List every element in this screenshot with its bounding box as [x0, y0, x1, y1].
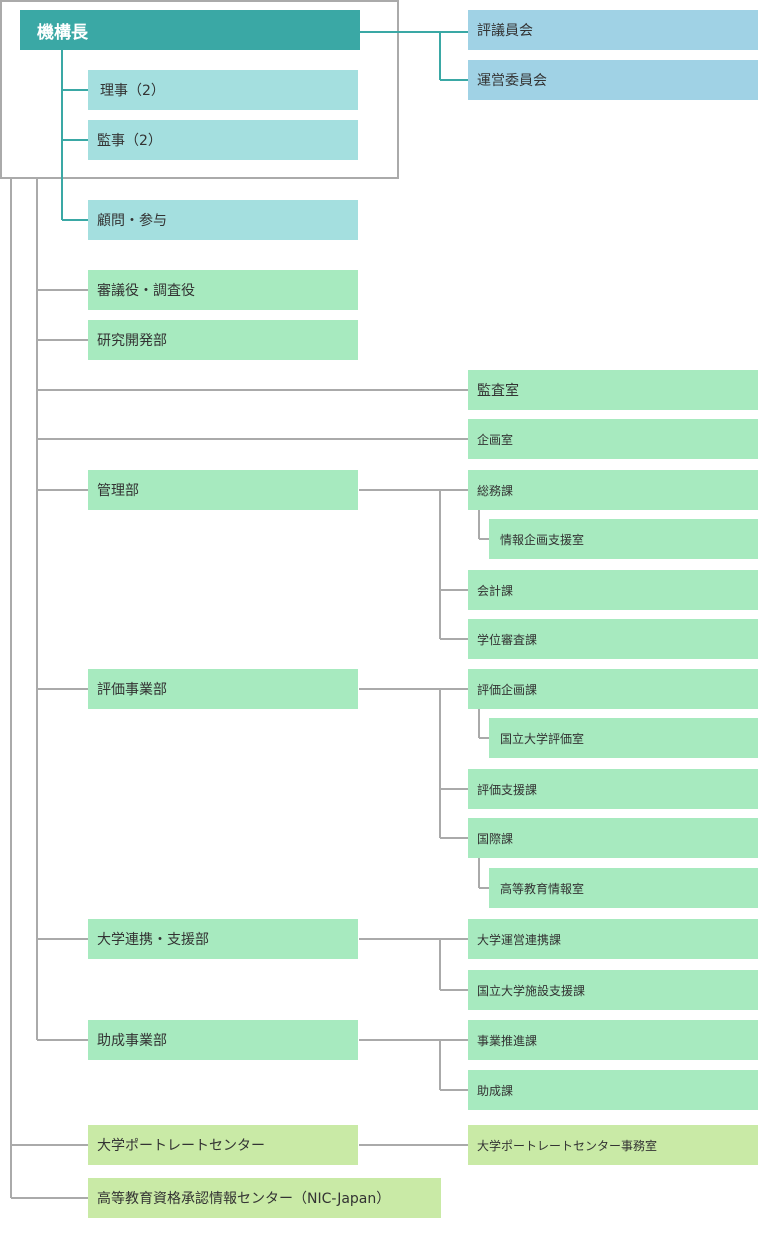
unit-box-kenkyu[interactable]: 研究開発部 — [88, 320, 358, 360]
unit-box-kansa[interactable]: 監査室 — [468, 370, 758, 410]
council-box-hyogiin[interactable]: 評議員会 — [468, 10, 758, 50]
unit-box-shingiyaku[interactable]: 審議役・調査役 — [88, 270, 358, 310]
officer-box-advisors[interactable]: 顧問・参与 — [88, 200, 358, 240]
center-box-portrait[interactable]: 大学ポートレートセンター — [88, 1125, 358, 1165]
unit-box-josei-bu[interactable]: 助成事業部 — [88, 1020, 358, 1060]
council-box-unei[interactable]: 運営委員会 — [468, 60, 758, 100]
unit-box-hyoka-kikaku[interactable]: 評価企画課 — [468, 669, 758, 709]
unit-box-kikaku[interactable]: 企画室 — [468, 419, 758, 459]
unit-box-josei-ka[interactable]: 助成課 — [468, 1070, 758, 1110]
center-box-nic[interactable]: 高等教育資格承認情報センター（NIC-Japan） — [88, 1178, 441, 1218]
unit-box-kanri[interactable]: 管理部 — [88, 470, 358, 510]
unit-box-gakui[interactable]: 学位審査課 — [468, 619, 758, 659]
unit-box-kaikei[interactable]: 会計課 — [468, 570, 758, 610]
unit-box-suishin[interactable]: 事業推進課 — [468, 1020, 758, 1060]
unit-box-hyoka-shien[interactable]: 評価支援課 — [468, 769, 758, 809]
officer-box-auditors[interactable]: 監事（2） — [88, 120, 358, 160]
unit-box-unei-renkei[interactable]: 大学運営連携課 — [468, 919, 758, 959]
unit-box-kokusai[interactable]: 国際課 — [468, 818, 758, 858]
unit-box-renkei[interactable]: 大学連携・支援部 — [88, 919, 358, 959]
unit-box-hyoka[interactable]: 評価事業部 — [88, 669, 358, 709]
center-box-portrait-jimu[interactable]: 大学ポートレートセンター事務室 — [468, 1125, 758, 1165]
root-box[interactable]: 機構長 — [20, 10, 360, 50]
unit-box-koto-kyoiku[interactable]: 高等教育情報室 — [489, 868, 758, 908]
unit-box-kokuritsu-hyoka[interactable]: 国立大学評価室 — [489, 718, 758, 758]
officer-box-directors[interactable]: 理事（2） — [88, 70, 358, 110]
unit-box-somu[interactable]: 総務課 — [468, 470, 758, 510]
unit-box-joho-kikaku[interactable]: 情報企画支援室 — [489, 519, 758, 559]
unit-box-shisetsu[interactable]: 国立大学施設支援課 — [468, 970, 758, 1010]
